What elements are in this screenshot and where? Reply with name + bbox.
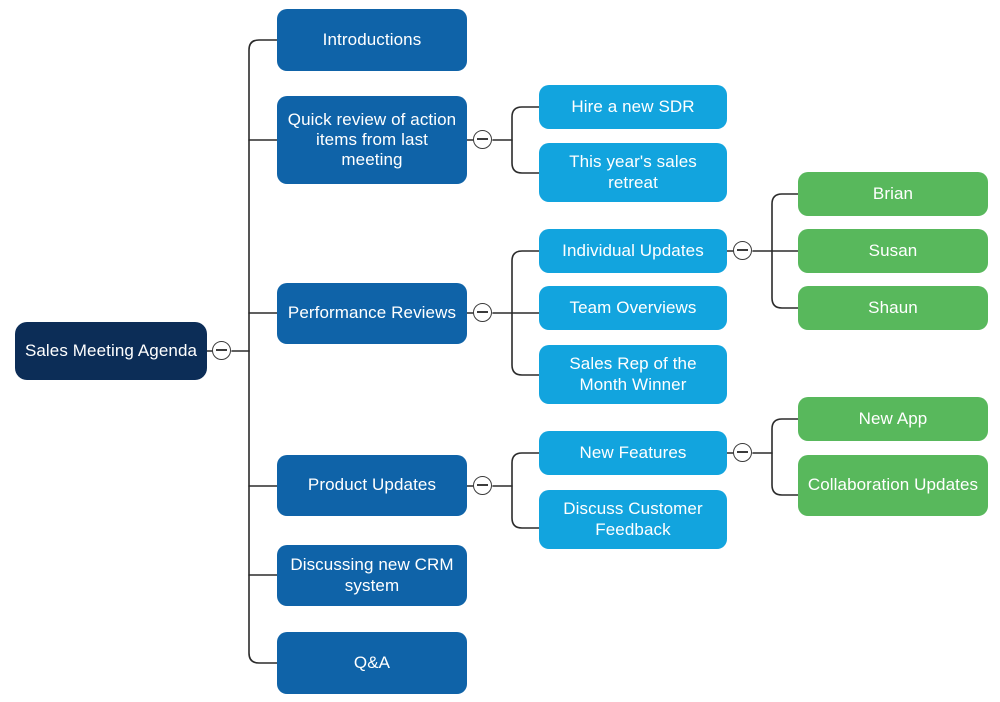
node-label: New App [858,408,928,428]
node-performance-reviews[interactable]: Performance Reviews [277,283,467,344]
node-label: Team Overviews [569,297,697,317]
node-susan[interactable]: Susan [798,229,988,273]
minus-circle-icon-new-features[interactable] [733,443,752,462]
node-label: Individual Updates [562,240,704,260]
minus-circle-icon-individual-updates[interactable] [733,241,752,260]
node-label: New Features [579,442,687,462]
node-new-app[interactable]: New App [798,397,988,441]
node-sales-retreat[interactable]: This year's sales retreat [539,143,727,202]
node-label: Introductions [322,29,422,49]
node-qa[interactable]: Q&A [277,632,467,694]
node-label: Q&A [353,652,391,672]
node-shaun[interactable]: Shaun [798,286,988,330]
minus-circle-icon-quick-review[interactable] [473,130,492,149]
node-quick-review[interactable]: Quick review of action items from last m… [277,96,467,184]
node-label: Brian [872,183,914,203]
node-brian[interactable]: Brian [798,172,988,216]
node-discuss-customer-feedback[interactable]: Discuss Customer Feedback [539,490,727,549]
node-crm-system[interactable]: Discussing new CRM system [277,545,467,606]
node-label: Collaboration Updates [807,475,979,495]
node-label: Hire a new SDR [571,96,695,116]
node-label: Susan [868,240,918,260]
node-team-overviews[interactable]: Team Overviews [539,286,727,330]
node-label: Discussing new CRM system [290,555,454,595]
node-root[interactable]: Sales Meeting Agenda [15,322,207,380]
node-sales-rep-of-the-month[interactable]: Sales Rep of the Month Winner [539,345,727,404]
node-label: Performance Reviews [287,303,457,323]
node-label: Discuss Customer Feedback [563,499,703,539]
node-label: This year's sales retreat [569,152,697,192]
node-collaboration-updates[interactable]: Collaboration Updates [798,455,988,516]
node-introductions[interactable]: Introductions [277,9,467,71]
node-new-features[interactable]: New Features [539,431,727,475]
node-label: Sales Rep of the Month Winner [569,354,697,394]
node-label: Product Updates [307,475,437,495]
node-hire-a-new-sdr[interactable]: Hire a new SDR [539,85,727,129]
minus-circle-icon-root[interactable] [212,341,231,360]
node-individual-updates[interactable]: Individual Updates [539,229,727,273]
node-label: Sales Meeting Agenda [24,340,198,360]
node-label: Shaun [868,297,918,317]
node-label: Quick review of action items from last m… [287,109,457,170]
minus-circle-icon-product-updates[interactable] [473,476,492,495]
minus-circle-icon-performance-reviews[interactable] [473,303,492,322]
node-product-updates[interactable]: Product Updates [277,455,467,516]
